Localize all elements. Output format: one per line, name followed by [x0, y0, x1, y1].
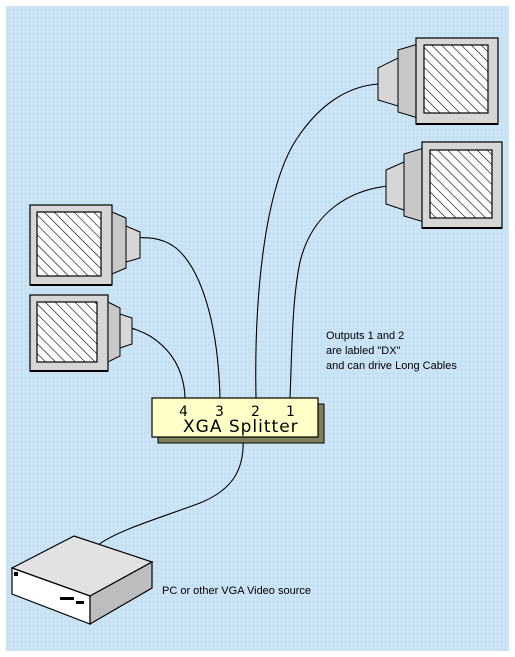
port-label-1: 1	[286, 404, 295, 420]
cable-port-2	[255, 83, 379, 399]
port-label-2: 2	[251, 404, 260, 420]
dx-note-line-1: Outputs 1 and 2	[326, 330, 405, 342]
cable-port-3	[117, 236, 221, 399]
pc-box-icon	[10, 535, 154, 626]
cable-source	[97, 436, 244, 546]
crt-monitor-icon	[29, 204, 141, 286]
port-label-3: 3	[215, 404, 224, 420]
splitter-title: XGA Splitter	[183, 417, 299, 437]
source-label: PC or other VGA Video source	[162, 585, 311, 597]
crt-monitor-icon	[385, 141, 503, 229]
cable-port-1	[289, 185, 389, 399]
dx-note-line-2: are labled "DX"	[326, 345, 401, 357]
crt-monitor-icon	[377, 37, 499, 125]
dx-note-line-3: and can drive Long Cables	[326, 360, 457, 372]
splitter-box	[151, 397, 325, 444]
port-label-4: 4	[179, 404, 188, 420]
crt-monitor-icon	[29, 294, 133, 372]
cables	[97, 83, 389, 546]
